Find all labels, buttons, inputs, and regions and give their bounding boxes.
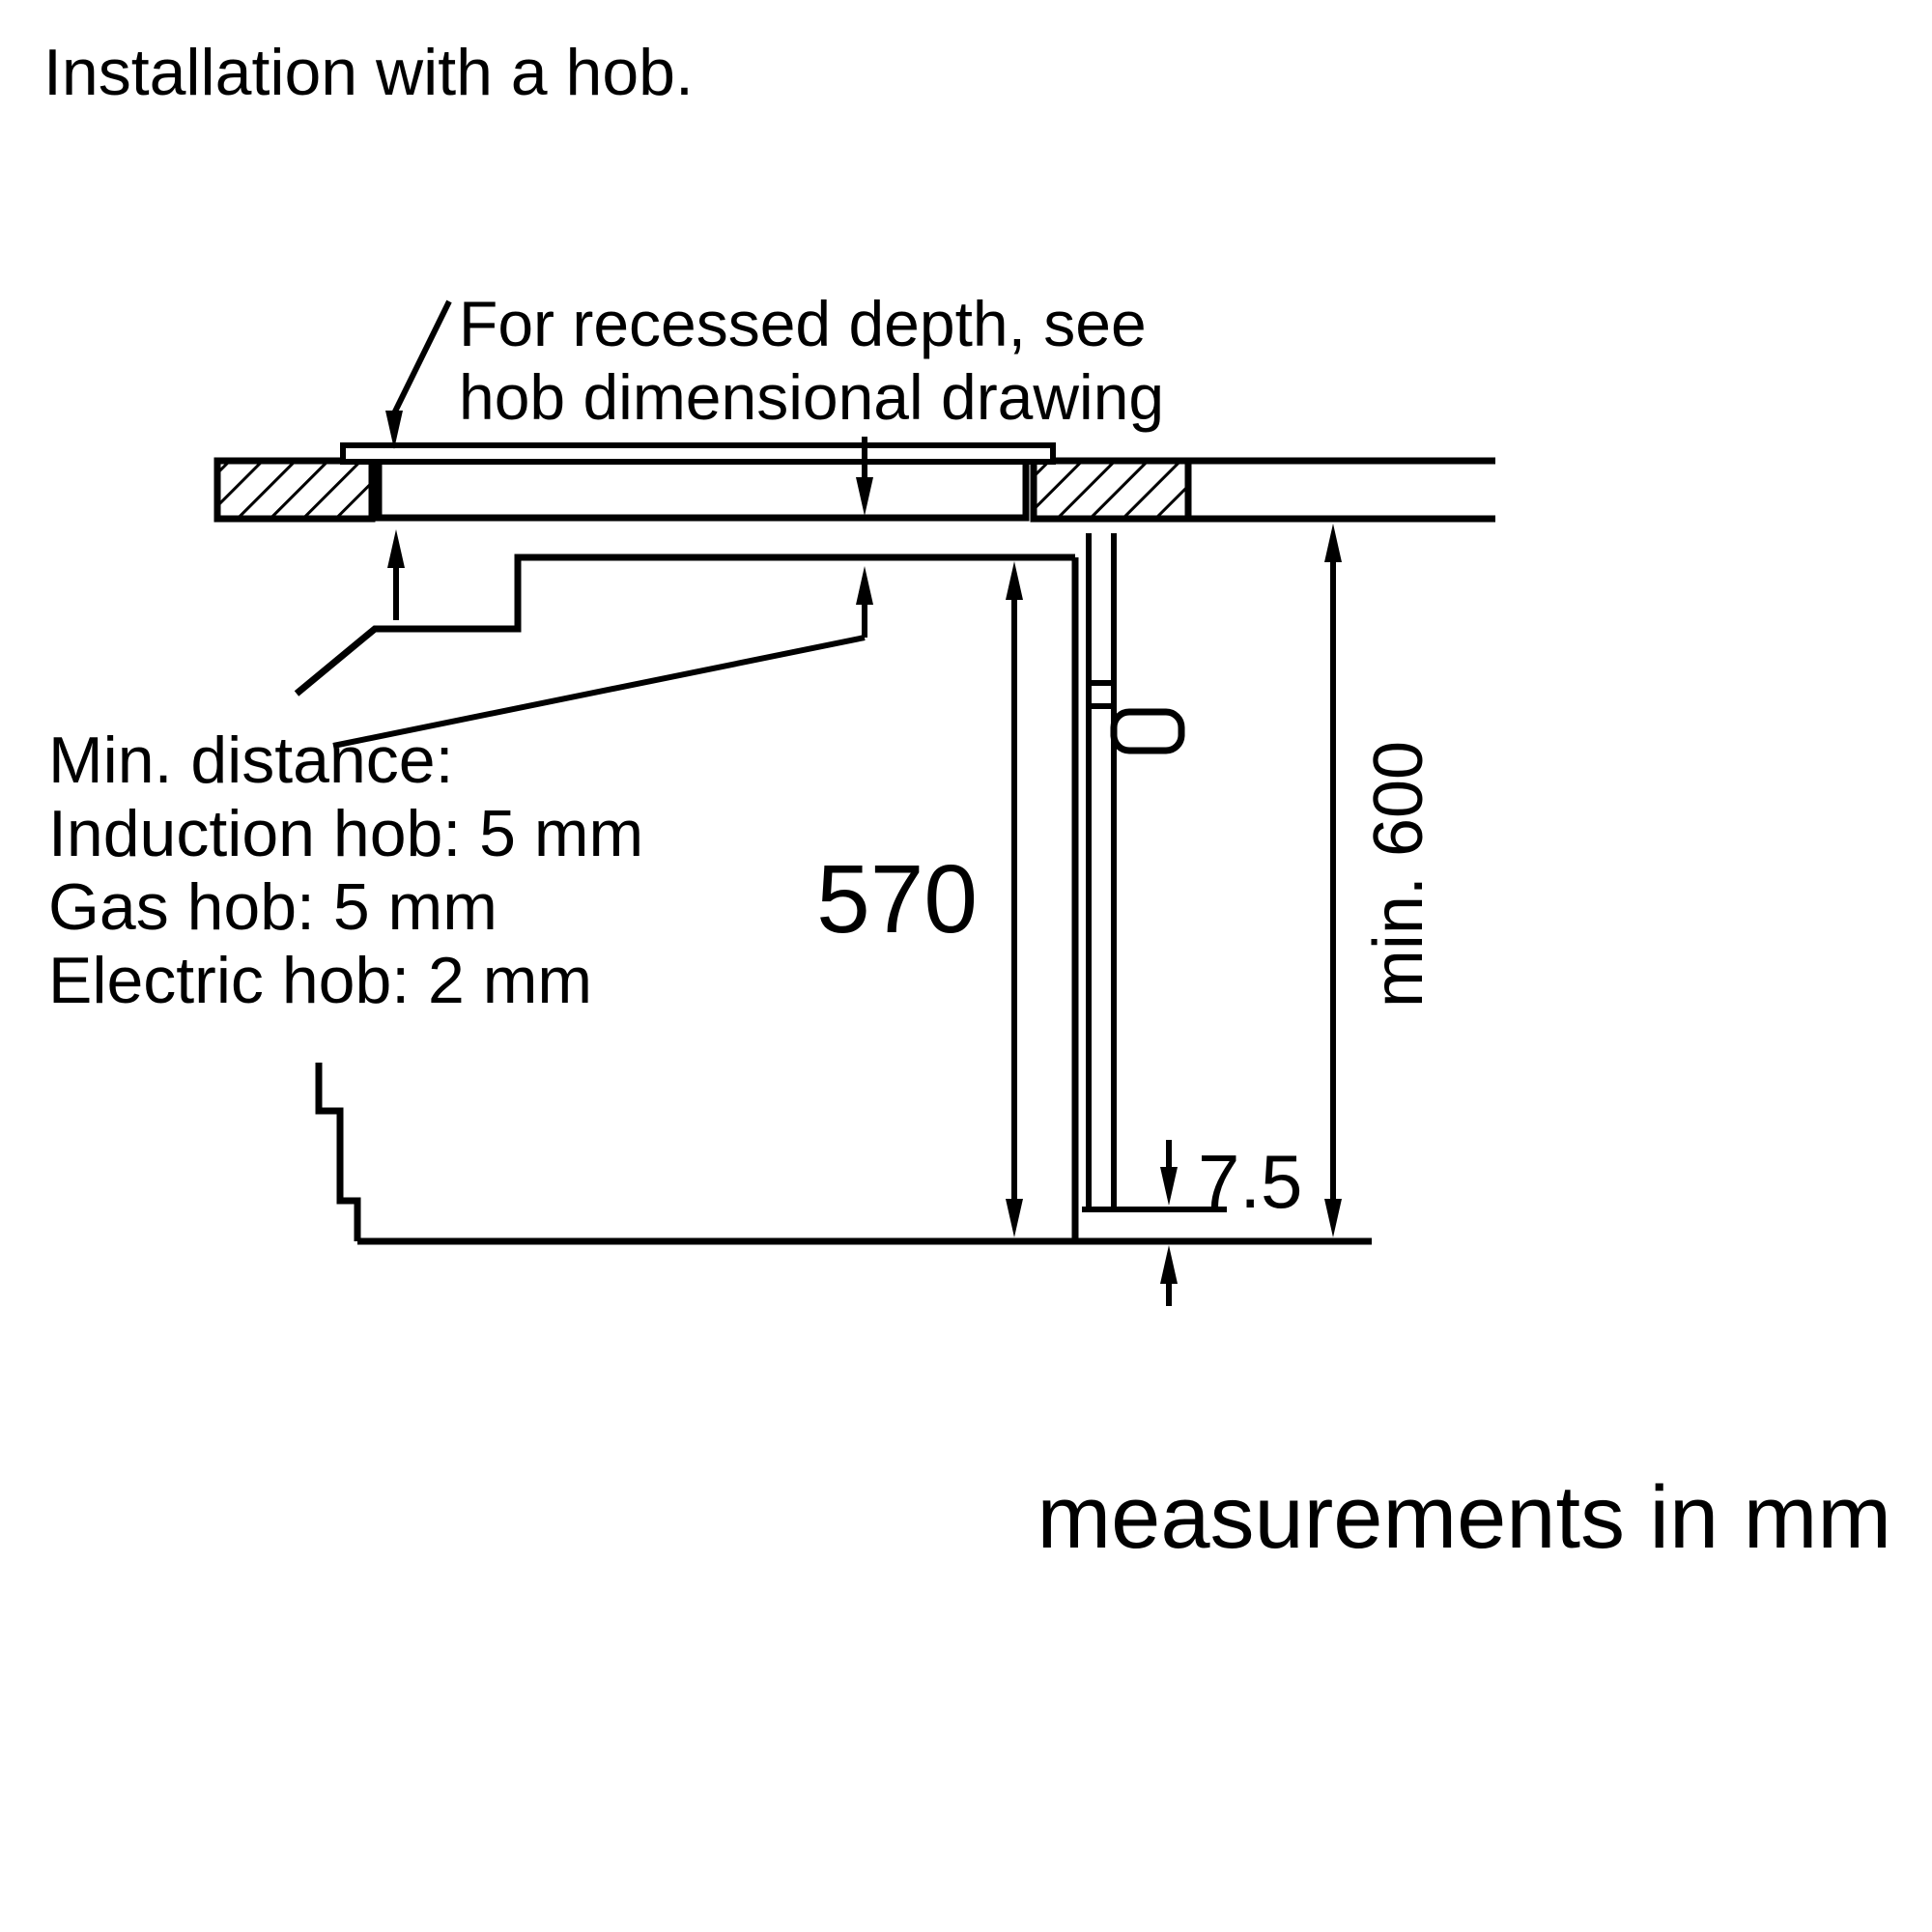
recessed-depth-note-line2: hob dimensional drawing xyxy=(459,361,1164,433)
arrow-down-icon xyxy=(856,477,873,516)
hob-flange xyxy=(340,442,1056,465)
min-distance-electric: Electric hob: 2 mm xyxy=(48,944,592,1017)
worktop-left-hatch xyxy=(213,457,376,523)
dim-570-label: 570 xyxy=(816,845,978,953)
page-title: Installation with a hob. xyxy=(43,36,694,109)
arrow-up-icon xyxy=(856,566,873,605)
min-distance-gas: Gas hob: 5 mm xyxy=(48,870,497,944)
dim-7-5: 7.5 xyxy=(1160,1139,1302,1306)
arrow-up-icon xyxy=(387,529,405,568)
recessed-depth-note-line1: For recessed depth, see xyxy=(459,288,1147,359)
dim-min-600: min. 600 xyxy=(1324,524,1437,1237)
arrow-down-icon xyxy=(1006,1199,1023,1237)
hob-tub xyxy=(375,462,1030,522)
measurements-note: measurements in mm xyxy=(1037,1468,1891,1567)
min-distance-induction: Induction hob: 5 mm xyxy=(48,797,643,870)
dim-min-600-label: min. 600 xyxy=(1360,741,1437,1008)
arrow-down-icon xyxy=(1324,1199,1342,1237)
dim-7-5-label: 7.5 xyxy=(1198,1139,1302,1224)
oven-knob xyxy=(1110,708,1185,754)
worktop-right-hatch xyxy=(1030,457,1192,523)
dim-570: 570 xyxy=(816,561,1023,1237)
recessed-depth-leader xyxy=(385,299,873,516)
min-distance-heading: Min. distance: xyxy=(48,724,454,797)
oven-top-outline xyxy=(294,554,1075,696)
worktop-cross-section xyxy=(213,457,1495,523)
arrow-down-icon xyxy=(1160,1167,1178,1206)
note-leader-line xyxy=(391,299,452,415)
arrow-down-icon xyxy=(385,411,403,449)
oven-outline xyxy=(294,554,1372,1245)
arrow-up-icon xyxy=(1160,1245,1178,1284)
min-distance-leader-line xyxy=(332,635,866,749)
arrow-up-icon xyxy=(1324,524,1342,562)
min-distance-arrows xyxy=(332,529,873,749)
oven-door-outline xyxy=(1082,533,1227,1212)
oven-left-outline xyxy=(315,1063,361,1241)
hob-outline xyxy=(340,442,1056,522)
arrow-up-icon xyxy=(1006,561,1023,600)
